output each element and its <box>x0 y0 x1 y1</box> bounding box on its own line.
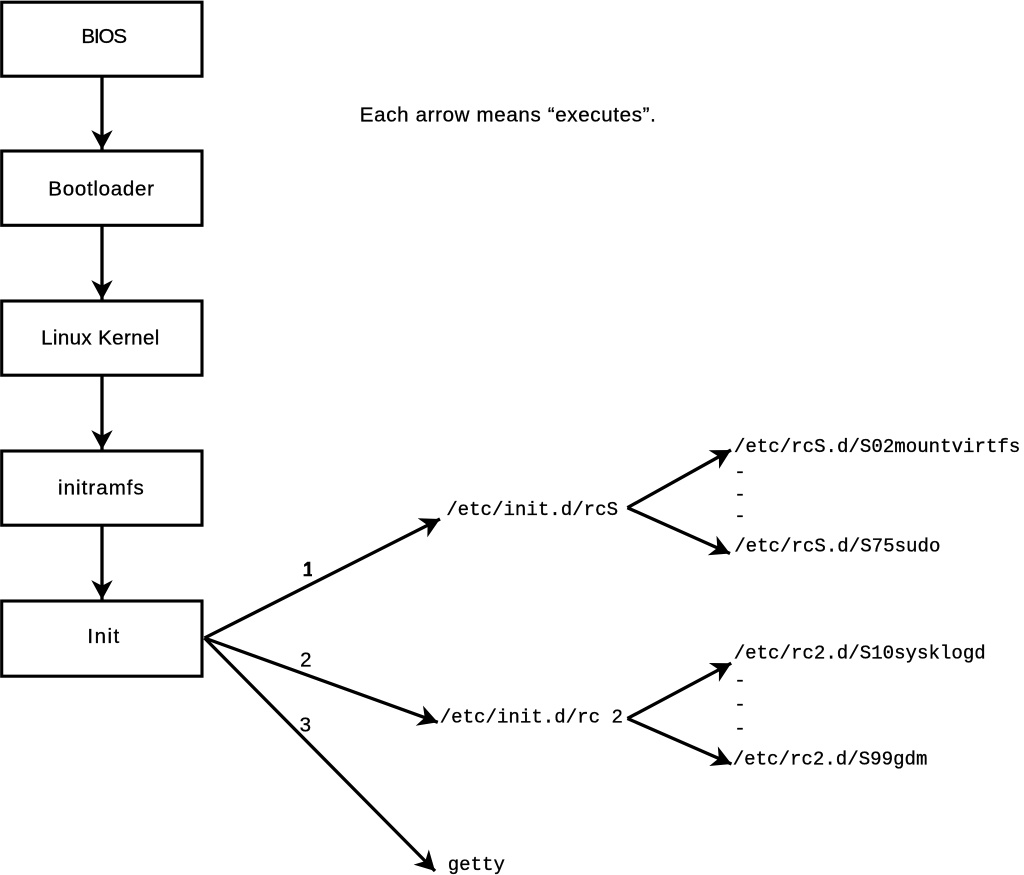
svg-text:/etc/rcS.d/S02mountvirtfs: /etc/rcS.d/S02mountvirtfs <box>734 436 1020 458</box>
svg-text:-: - <box>734 694 745 716</box>
svg-text:/etc/rc2.d/S10sysklogd: /etc/rc2.d/S10sysklogd <box>734 643 986 665</box>
svg-text:getty: getty <box>448 854 505 875</box>
svg-text:Linux Kernel: Linux Kernel <box>41 327 159 350</box>
svg-text:/etc/rcS.d/S75sudo: /etc/rcS.d/S75sudo <box>734 536 940 558</box>
svg-text:/etc/init.d/rc 2: /etc/init.d/rc 2 <box>440 707 623 729</box>
svg-text:Each arrow means “executes”.: Each arrow means “executes”. <box>360 104 656 127</box>
svg-text:-: - <box>734 484 745 506</box>
svg-text:3: 3 <box>300 713 311 736</box>
svg-text:initramfs: initramfs <box>58 477 144 500</box>
svg-text:-: - <box>734 461 745 483</box>
svg-text:/etc/rc2.d/S99gdm: /etc/rc2.d/S99gdm <box>733 749 928 771</box>
svg-text:-: - <box>734 718 745 740</box>
svg-text:BIOS: BIOS <box>81 25 127 48</box>
svg-text:/etc/init.d/rcS: /etc/init.d/rcS <box>446 499 618 521</box>
svg-text:2: 2 <box>300 649 311 672</box>
svg-text:Init: Init <box>87 625 119 648</box>
svg-text:-: - <box>734 670 745 692</box>
svg-text:Bootloader: Bootloader <box>48 178 154 201</box>
svg-text:-: - <box>734 505 745 527</box>
